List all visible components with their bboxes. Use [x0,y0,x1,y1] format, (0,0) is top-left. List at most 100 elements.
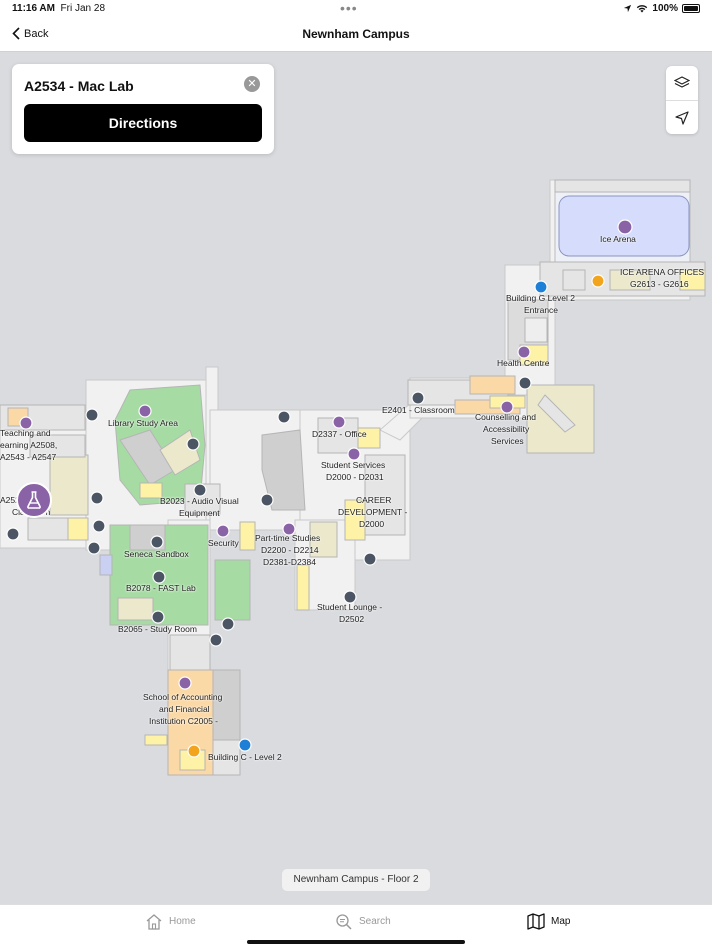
map-label-career-3: D2000 [359,519,385,529]
map-view[interactable]: Ice Arena ICE ARENA OFFICES G2613 - G261… [0,52,712,904]
battery-percent: 100% [652,3,678,14]
map-label-health-centre[interactable]: Health Centre [497,358,550,368]
map-label-b2023-2: Equipment [179,508,220,518]
map-label-b2023-1[interactable]: B2023 - Audio Visual [160,496,239,506]
stairs-icon [363,552,377,566]
accounting-icon [178,676,192,690]
location-arrow-icon [624,4,632,13]
map-label-seneca-sandbox[interactable]: Seneca Sandbox [124,549,189,559]
tab-map[interactable]: Map [527,913,570,930]
status-bar: 11:16 AM Fri Jan 28 ••• 100% [0,0,712,18]
close-icon: ✕ [247,78,257,90]
map-label-e2401[interactable]: E2401 - Classroom [382,405,455,415]
tab-home-label: Home [169,916,196,927]
home-icon [146,914,162,930]
map-label-counselling-1[interactable]: Counselling and [475,412,536,422]
map-label-building-g[interactable]: Building G Level 2 [506,293,575,303]
fast-lab-icon [152,570,166,584]
map-label-student-lounge-2: D2502 [339,614,365,624]
home-indicator[interactable] [247,940,465,944]
map-label-ice-arena-offices[interactable]: ICE ARENA OFFICES [620,267,705,277]
layers-button[interactable] [666,66,698,100]
map-label-g-range: G2613 - G2616 [630,279,689,289]
flask-icon [27,491,41,509]
location-arrow-icon [675,110,689,125]
stairs-icon [6,527,20,541]
stairs-icon [87,541,101,555]
stairs-icon [221,617,235,631]
map-label-b2078[interactable]: B2078 - FAST Lab [126,583,196,593]
map-label-part-time-3: D2381-D2384 [263,557,316,567]
map-label-part-time-2: D2200 - D2214 [261,545,319,555]
library-icon [138,404,152,418]
map-label-teaching-1[interactable]: Teaching and [0,428,51,438]
amenity-icon [187,744,201,758]
map-label-building-c[interactable]: Building C - Level 2 [208,752,282,762]
stairs-icon [260,493,274,507]
map-label-counselling-3: Services [491,436,524,446]
map-label-d2337[interactable]: D2337 - Office [312,429,367,439]
entrance-icon [238,738,252,752]
stairs-icon [85,408,99,422]
tab-home[interactable]: Home [145,913,196,930]
page-title: Newnham Campus [302,27,410,41]
map-label-part-time-1[interactable]: Part-time Studies [255,533,321,543]
floor-selector[interactable]: Newnham Campus - Floor 2 [282,869,430,891]
map-label-student-services-1[interactable]: Student Services [321,460,386,470]
status-right: 100% [623,3,700,14]
locate-me-button[interactable] [666,100,698,134]
map-label-library[interactable]: Library Study Area [108,418,178,428]
amenity-icon [591,274,605,288]
stairs-icon [90,491,104,505]
multitasking-dots-icon[interactable]: ••• [340,0,358,16]
map-label-ice-arena[interactable]: Ice Arena [600,234,636,244]
selected-room-pin[interactable] [16,482,52,518]
nav-bar: Back Newnham Campus [0,18,712,52]
study-room-icon [151,610,165,624]
directions-button[interactable]: Directions [24,104,262,142]
battery-icon [682,4,700,13]
selected-room-title: A2534 - Mac Lab [24,78,134,94]
back-button[interactable]: Back [12,27,48,40]
e2401-icon [411,391,425,405]
map-label-accounting-2: and Financial [159,704,210,714]
map-label-career-1[interactable]: CAREER [356,495,392,505]
entrance-icon [534,280,548,294]
map-label-career-2: DEVELOPMENT - [338,507,408,517]
clear-selection-button[interactable]: ✕ [244,76,260,92]
floor-plan[interactable] [0,52,712,904]
washroom-icon [92,519,106,533]
back-label: Back [24,27,49,40]
map-label-teaching-3: A2543 - A2547 [0,452,57,462]
tab-search[interactable]: Search [335,913,391,930]
sandbox-icon [150,535,164,549]
counselling-icon [500,400,514,414]
map-label-accounting-1[interactable]: School of Accounting [143,692,223,702]
map-controls [666,66,698,134]
map-label-b2065[interactable]: B2065 - Study Room [118,624,197,634]
av-equipment-icon [193,483,207,497]
map-label-security[interactable]: Security [208,538,239,548]
teaching-icon [19,416,33,430]
map-label-accounting-3: Institution C2005 - [149,716,218,726]
map-label-student-lounge-1[interactable]: Student Lounge - [317,602,383,612]
lounge-icon [343,590,357,604]
map-label-entrance: Entrance [524,305,559,315]
map-label-student-services-2: D2000 - D2031 [326,472,384,482]
wifi-icon [637,5,648,13]
tab-map-label: Map [551,916,571,927]
search-result-card: A2534 - Mac Lab ✕ Directions [12,64,274,154]
part-time-icon [282,522,296,536]
search-icon [336,914,352,930]
map-label-teaching-2: earning A2508, [0,440,58,450]
ice-arena-pin-icon [617,219,633,235]
health-centre-icon [517,345,531,359]
map-icon [527,913,545,930]
chevron-left-icon [12,27,20,40]
tab-search-label: Search [359,916,391,927]
washroom-icon [209,633,223,647]
status-time: 11:16 AM Fri Jan 28 [12,3,106,14]
stairs-icon [277,410,291,424]
d2337-icon [332,415,346,429]
layers-icon [674,76,690,88]
